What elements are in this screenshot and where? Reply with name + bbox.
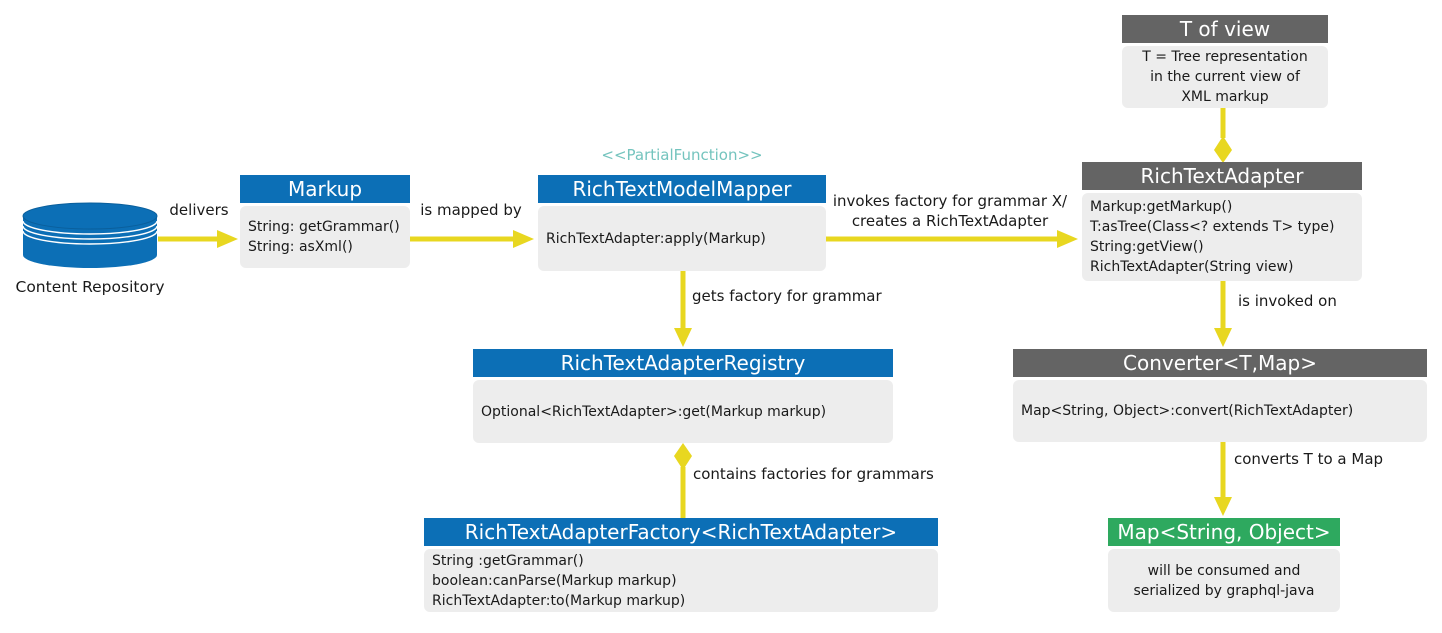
member: String: getGrammar() — [248, 219, 400, 235]
member: Optional<RichTextAdapter>:get(Markup mar… — [481, 403, 827, 420]
arrowhead-invoked — [1214, 328, 1232, 347]
database-cylinder-icon — [22, 202, 158, 268]
member: Markup:getMarkup() — [1090, 199, 1233, 215]
edge-label-line: invokes factory for grammar X/ — [832, 192, 1068, 210]
node-map-result-note: will be consumed and serialized by graph… — [1108, 549, 1340, 612]
node-t-of-view-note: T = Tree representation in the current v… — [1122, 46, 1328, 108]
edge-label-delivers: delivers — [169, 201, 229, 219]
node-t-of-view: T of view T = Tree representation in the… — [1122, 15, 1328, 108]
member: boolean:canParse(Markup markup) — [432, 572, 677, 589]
note-line: in the current view of — [1150, 69, 1300, 85]
node-converter: Converter<T,Map> Map<String, Object>:con… — [1013, 349, 1427, 442]
edge-label-is-mapped-by: is mapped by — [420, 201, 522, 219]
member: RichTextAdapter:apply(Markup) — [546, 230, 766, 247]
node-converter-title: Converter<T,Map> — [1013, 349, 1427, 377]
diamond-t-of-view — [1214, 136, 1232, 163]
node-t-of-view-title: T of view — [1122, 15, 1328, 43]
node-map-result-title: Map<String, Object> — [1108, 518, 1340, 546]
node-rich-text-adapter-body: Markup:getMarkup() T:asTree(Class<? exte… — [1082, 193, 1362, 281]
arrowhead-mapped — [513, 230, 534, 248]
node-rich-text-model-mapper: RichTextModelMapper RichTextAdapter:appl… — [538, 175, 826, 271]
edge-label-contains-factories: contains factories for grammars — [693, 465, 934, 483]
node-markup: Markup String: getGrammar() String: asXm… — [240, 175, 410, 268]
node-rich-text-adapter-registry-title: RichTextAdapterRegistry — [473, 349, 893, 377]
diamond-contains — [674, 443, 692, 470]
member: String:getView() — [1090, 239, 1204, 255]
edge-label-invokes-factory: invokes factory for grammar X/ creates a… — [828, 191, 1072, 231]
node-rich-text-adapter-factory-body: String :getGrammar() boolean:canParse(Ma… — [424, 549, 938, 612]
node-rich-text-adapter-factory-title: RichTextAdapterFactory<RichTextAdapter> — [424, 518, 938, 546]
node-markup-title: Markup — [240, 175, 410, 203]
edge-label-gets-factory: gets factory for grammar — [692, 287, 882, 305]
node-rich-text-adapter-registry-body: Optional<RichTextAdapter>:get(Markup mar… — [473, 380, 893, 443]
arrowhead-converts — [1214, 497, 1232, 516]
edge-label-is-invoked-on: is invoked on — [1238, 292, 1337, 310]
stereotype-partial-function: <<PartialFunction>> — [601, 146, 763, 164]
node-markup-body: String: getGrammar() String: asXml() — [240, 206, 410, 268]
node-rich-text-adapter: RichTextAdapter Markup:getMarkup() T:asT… — [1082, 162, 1362, 281]
member: String :getGrammar() — [432, 552, 584, 569]
note-line: XML markup — [1181, 89, 1269, 105]
node-rich-text-adapter-title: RichTextAdapter — [1082, 162, 1362, 190]
member: String: asXml() — [248, 239, 353, 255]
edge-label-converts: converts T to a Map — [1234, 450, 1384, 468]
node-converter-body: Map<String, Object>:convert(RichTextAdap… — [1013, 380, 1427, 442]
member: RichTextAdapter:to(Markup markup) — [432, 592, 686, 609]
member: RichTextAdapter(String view) — [1090, 259, 1294, 275]
member: Map<String, Object>:convert(RichTextAdap… — [1021, 403, 1354, 419]
note-line: T = Tree representation — [1142, 49, 1308, 65]
node-rich-text-adapter-factory: RichTextAdapterFactory<RichTextAdapter> … — [424, 518, 938, 612]
node-map-result: Map<String, Object> will be consumed and… — [1108, 518, 1340, 612]
note-line: will be consumed and — [1147, 562, 1301, 579]
arrowhead-invokes — [1057, 230, 1078, 248]
node-rich-text-model-mapper-title: RichTextModelMapper — [538, 175, 826, 203]
edge-label-line: creates a RichTextAdapter — [851, 212, 1049, 230]
content-repository-label: Content Repository — [15, 278, 165, 296]
note-line: serialized by graphql-java — [1133, 582, 1315, 599]
arrowhead-delivers — [217, 230, 238, 248]
node-rich-text-adapter-registry: RichTextAdapterRegistry Optional<RichTex… — [473, 349, 893, 443]
member: T:asTree(Class<? extends T> type) — [1090, 219, 1335, 235]
arrowhead-gets-factory — [674, 328, 692, 347]
node-rich-text-model-mapper-body: RichTextAdapter:apply(Markup) — [538, 206, 826, 271]
